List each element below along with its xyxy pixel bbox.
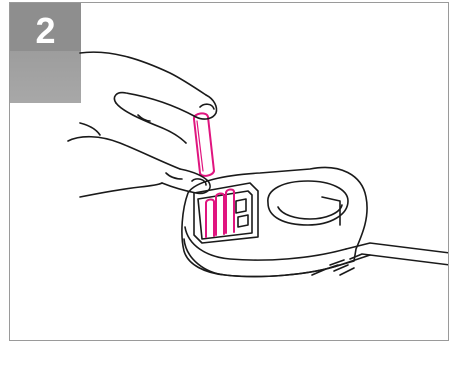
remote-battery-compartment-icon xyxy=(182,167,449,276)
step-panel: 2 xyxy=(9,2,449,341)
inserting-battery-icon xyxy=(194,113,214,176)
battery-insertion-illustration xyxy=(10,3,449,341)
